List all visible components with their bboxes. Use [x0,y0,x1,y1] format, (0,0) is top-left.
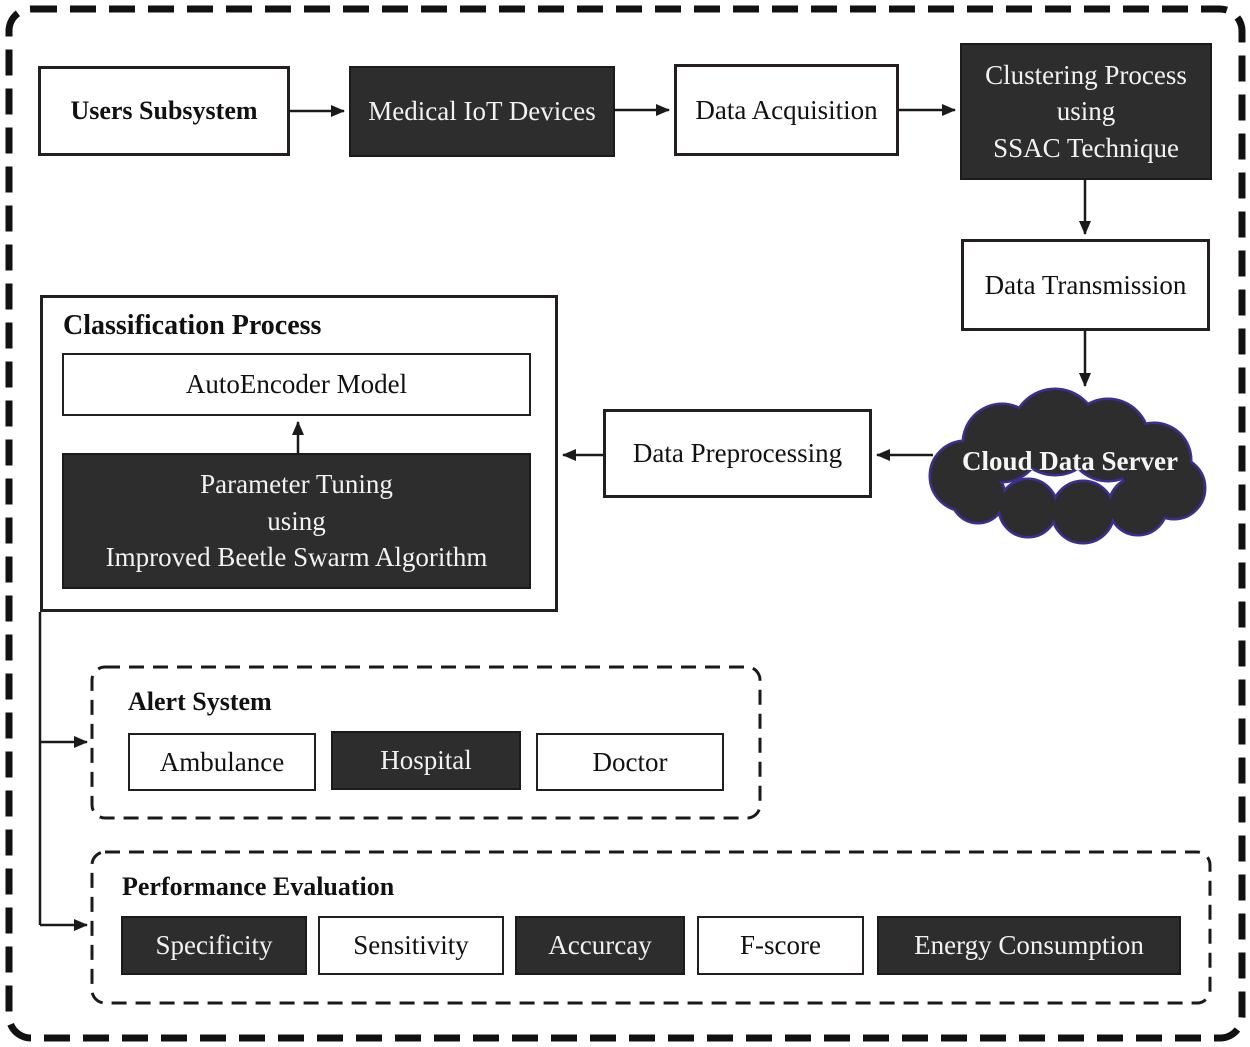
performance-evaluation-title: Performance Evaluation [122,872,395,901]
classification-process-title: Classification Process [63,310,322,341]
node-specificity: Specificity [121,916,307,975]
node-autoencoder-model: AutoEncoder Model [62,353,531,416]
node-sensitivity: Sensitivity [318,916,504,975]
node-doctor: Doctor [536,733,724,791]
node-parameter-tuning: Parameter Tuning using Improved Beetle S… [62,453,531,589]
node-data-transmission: Data Transmission [961,239,1210,331]
node-f-score: F-score [697,916,864,975]
node-cloud-data-server: Cloud Data Server [962,446,1178,476]
node-accuracy: Accurcay [515,916,685,975]
node-data-preprocessing: Data Preprocessing [603,409,872,498]
node-users-subsystem: Users Subsystem [38,66,290,156]
node-energy-consumption: Energy Consumption [877,916,1181,975]
performance-evaluation-dashed-frame [90,850,1212,1005]
alert-system-dashed-frame [90,665,762,820]
alert-system-title: Alert System [128,687,272,716]
node-hospital: Hospital [331,731,521,790]
cloud-shape [928,387,1207,545]
outer-dashed-frame [5,5,1246,1042]
node-medical-iot-devices: Medical IoT Devices [349,66,615,157]
node-data-acquisition: Data Acquisition [674,64,899,156]
node-ambulance: Ambulance [128,733,316,791]
node-clustering-process: Clustering Process using SSAC Technique [960,43,1212,180]
